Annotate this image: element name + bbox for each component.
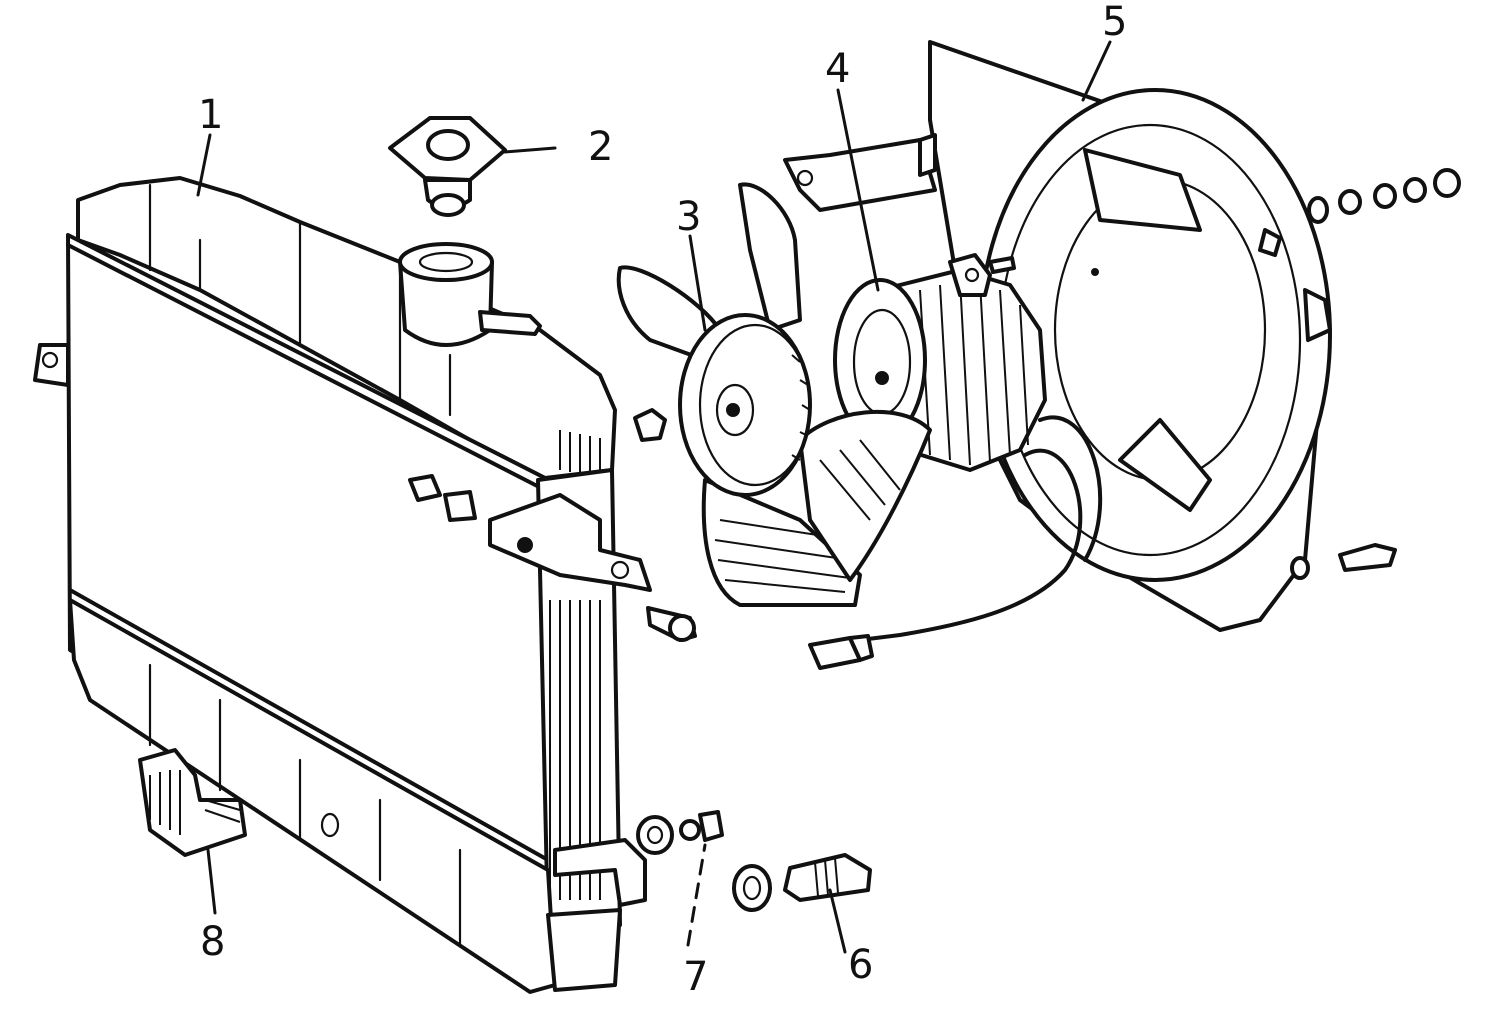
leader-1 bbox=[196, 133, 212, 197]
callout-3: 3 bbox=[676, 194, 701, 240]
fan-blade bbox=[616, 182, 932, 607]
fan-motor bbox=[808, 253, 1103, 670]
leader-2 bbox=[503, 146, 557, 154]
lower-mount-bracket bbox=[138, 748, 247, 857]
callout-4: 4 bbox=[825, 46, 850, 92]
leader-lines bbox=[196, 40, 1112, 954]
leader-4 bbox=[836, 88, 880, 292]
leader-3 bbox=[688, 234, 707, 332]
radiator bbox=[33, 176, 697, 994]
leader-6 bbox=[828, 888, 847, 954]
callout-8: 8 bbox=[200, 919, 225, 965]
leader-7 bbox=[686, 843, 707, 947]
callout-labels: 1 2 3 4 5 6 7 8 bbox=[198, 0, 1127, 1000]
mount-bolt bbox=[636, 810, 724, 855]
leader-8 bbox=[206, 848, 217, 915]
callout-1: 1 bbox=[198, 92, 223, 138]
leader-5 bbox=[1081, 40, 1112, 102]
callout-2: 2 bbox=[588, 124, 613, 170]
radiator-cap bbox=[388, 116, 507, 217]
shroud-fasteners bbox=[1290, 168, 1461, 580]
callout-5: 5 bbox=[1102, 0, 1127, 45]
callout-7: 7 bbox=[683, 954, 708, 1000]
callout-6: 6 bbox=[848, 942, 873, 988]
thermo-switch bbox=[732, 853, 872, 912]
fan-shroud bbox=[783, 40, 1332, 632]
